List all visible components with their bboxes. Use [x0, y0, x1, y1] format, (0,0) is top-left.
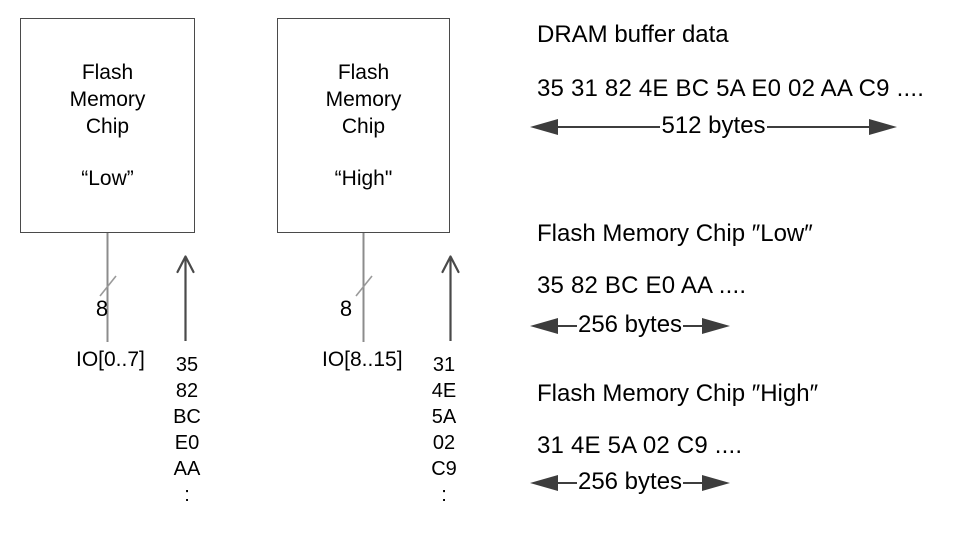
- arrow-line: [558, 325, 577, 327]
- dram-buffer-hex: 35 31 82 4E BC 5A E0 02 AA C9 ....: [537, 75, 925, 102]
- byte-value: :: [441, 484, 447, 506]
- span-label: 512 bytes: [661, 112, 766, 139]
- span-label: 256 bytes: [577, 311, 683, 338]
- io-label-high: IO[8..15]: [322, 348, 403, 371]
- chip-label-low: “Low”: [81, 167, 134, 190]
- byte-value: 4E: [431, 380, 457, 402]
- span-arrow-256-bytes-high: 256 bytes: [530, 468, 731, 495]
- arrowhead-right-icon: [702, 475, 731, 491]
- io-label-low: IO[0..7]: [76, 348, 145, 371]
- arrowhead-left-icon: [530, 119, 558, 135]
- span-label: 256 bytes: [577, 468, 683, 495]
- arrow-line: [558, 482, 577, 484]
- arrowhead-right-icon: [869, 119, 898, 135]
- byte-value: E0: [174, 432, 200, 454]
- chip-label-high: “High": [334, 167, 393, 190]
- chip-low-hex: 35 82 BC E0 AA ....: [537, 272, 747, 299]
- span-arrow-256-bytes-low: 256 bytes: [530, 311, 731, 338]
- bus-width-label-high: 8: [339, 296, 353, 321]
- chip-title-high: Flash Memory Chip: [325, 61, 402, 138]
- byte-value: AA: [173, 458, 201, 480]
- byte-value: 82: [175, 380, 199, 402]
- byte-value: C9: [431, 458, 457, 480]
- arrow-line: [683, 482, 703, 484]
- byte-value: 35: [175, 354, 199, 376]
- dram-buffer-heading: DRAM buffer data: [537, 21, 729, 48]
- up-arrow-high-icon: [441, 255, 460, 341]
- chip-high-hex: 31 4E 5A 02 C9 ....: [537, 432, 743, 459]
- bus-line-low-icon: [99, 233, 117, 342]
- byte-value: :: [184, 484, 190, 506]
- bus-line-high-icon: [355, 233, 373, 342]
- byte-value: 5A: [431, 406, 457, 428]
- byte-value: 31: [432, 354, 456, 376]
- arrowhead-right-icon: [702, 318, 731, 334]
- flash-chip-high-box: Flash Memory Chip “High": [277, 18, 450, 233]
- chip-high-heading: Flash Memory Chip ″High″: [537, 380, 819, 407]
- arrow-line: [766, 126, 870, 128]
- chip-low-heading: Flash Memory Chip ″Low″: [537, 220, 813, 247]
- arrow-line: [683, 325, 703, 327]
- chip-title-low: Flash Memory Chip: [69, 61, 146, 138]
- byte-column-low: 35 82 BC E0 AA :: [162, 352, 212, 508]
- flash-chip-low-box: Flash Memory Chip “Low”: [20, 18, 195, 233]
- byte-value: 02: [432, 432, 456, 454]
- arrowhead-left-icon: [530, 475, 558, 491]
- bus-width-label-low: 8: [95, 296, 109, 321]
- byte-column-high: 31 4E 5A 02 C9 :: [419, 352, 469, 508]
- arrowhead-left-icon: [530, 318, 558, 334]
- byte-value: BC: [173, 406, 201, 428]
- arrow-line: [558, 126, 661, 128]
- span-arrow-512-bytes: 512 bytes: [530, 112, 898, 139]
- up-arrow-low-icon: [176, 255, 195, 341]
